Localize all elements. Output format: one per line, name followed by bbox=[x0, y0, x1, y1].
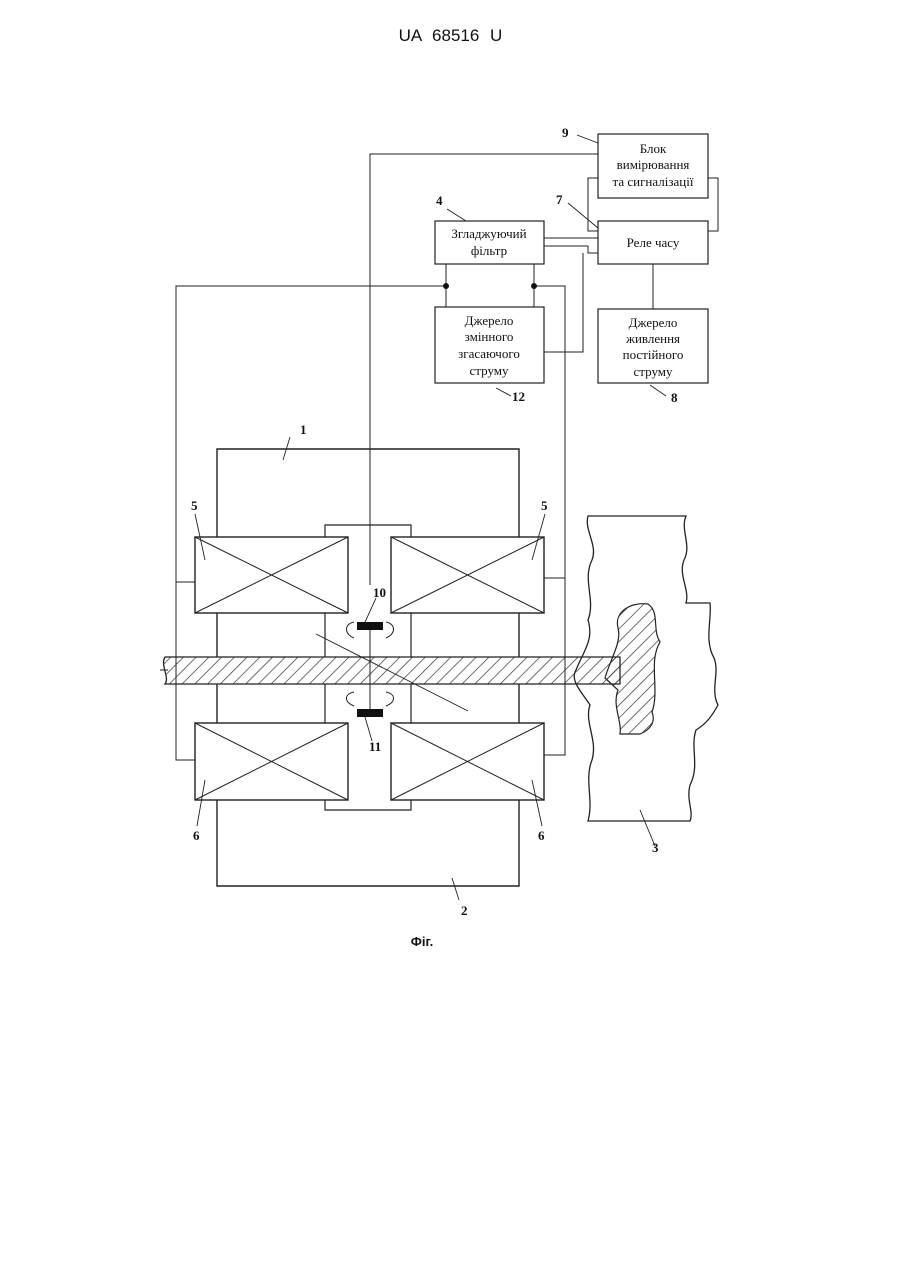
block-12-text-1: Джерело bbox=[465, 313, 514, 328]
coil-5-left bbox=[195, 537, 348, 613]
block-9-text-2: вимірювання bbox=[617, 157, 690, 172]
block-4-text-2: фільтр bbox=[471, 243, 507, 258]
block-9-text-3: та сигналізації bbox=[613, 174, 694, 189]
label-3: 3 bbox=[652, 840, 659, 855]
label-2: 2 bbox=[461, 903, 468, 918]
coil-5-right bbox=[391, 537, 544, 613]
junction-dot-left bbox=[443, 283, 449, 289]
label-1: 1 bbox=[300, 422, 307, 437]
block-8-text-3: постійного bbox=[623, 347, 684, 362]
coil-6-left bbox=[195, 723, 348, 800]
block-7-text-1: Реле часу bbox=[627, 235, 680, 250]
figure-caption: Фіг. bbox=[411, 934, 433, 949]
label-4: 4 bbox=[436, 193, 443, 208]
label-6-left: 6 bbox=[193, 828, 200, 843]
label-10: 10 bbox=[373, 585, 386, 600]
label-11: 11 bbox=[369, 739, 381, 754]
block-12-text-3: згасаючого bbox=[458, 346, 520, 361]
hatched-shaft bbox=[164, 657, 620, 684]
label-5-left: 5 bbox=[191, 498, 198, 513]
block-12-text-2: змінного bbox=[465, 329, 514, 344]
block-12-text-4: струму bbox=[470, 363, 509, 378]
label-8: 8 bbox=[671, 390, 678, 405]
block-8-text-4: струму bbox=[634, 364, 673, 379]
block-4-text-1: Згладжуючий bbox=[451, 226, 526, 241]
block-8-text-2: живлення bbox=[625, 331, 680, 346]
label-9: 9 bbox=[562, 125, 569, 140]
block-8-text-1: Джерело bbox=[629, 315, 678, 330]
label-5-right: 5 bbox=[541, 498, 548, 513]
label-12: 12 bbox=[512, 389, 525, 404]
coil-6-right bbox=[391, 723, 544, 800]
block-9-text-1: Блок bbox=[640, 141, 667, 156]
junction-dot-right bbox=[531, 283, 537, 289]
label-6-right: 6 bbox=[538, 828, 545, 843]
label-7: 7 bbox=[556, 192, 563, 207]
